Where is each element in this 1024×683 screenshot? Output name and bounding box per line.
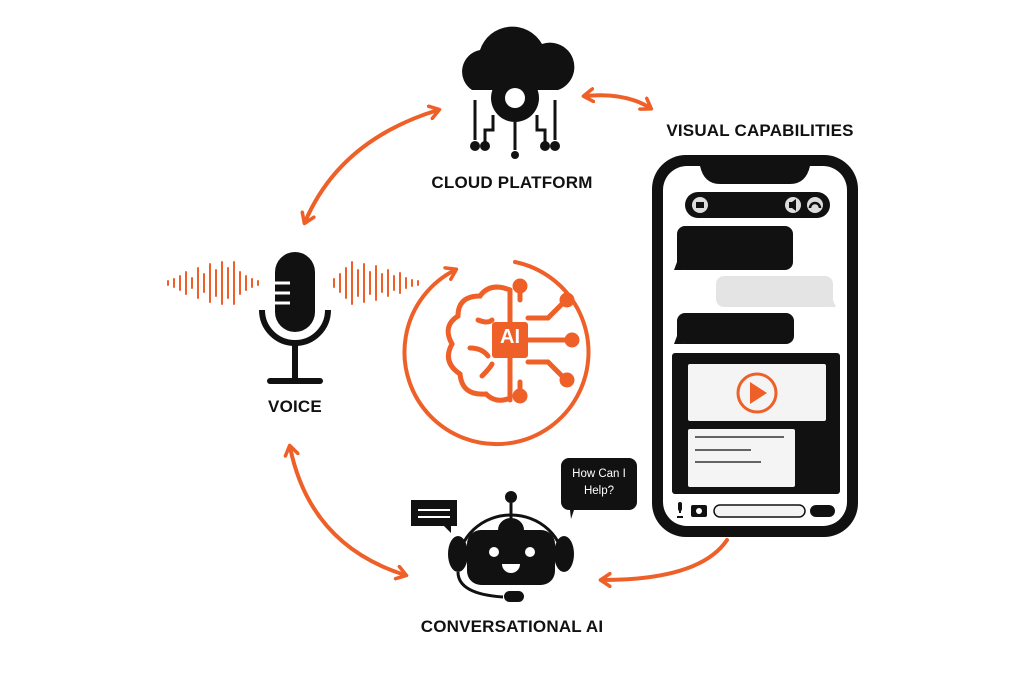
arrow-visual-conversational: [602, 538, 729, 580]
ai-badge-label: AI: [500, 326, 520, 348]
sound-wave-icon: [167, 261, 419, 305]
smartphone-icon: [652, 155, 858, 537]
cloud-gear-icon: [462, 26, 575, 159]
microphone-icon: [259, 252, 331, 384]
message-bubble: [677, 313, 794, 344]
ai-cycle-arc: [402, 260, 591, 447]
arrow-cloud-visual: [585, 95, 650, 108]
robot-icon: [411, 491, 574, 602]
speech-bubble: How Can I Help?: [561, 458, 637, 510]
play-icon: [736, 372, 778, 414]
arrow-cloud-voice: [305, 110, 438, 222]
message-bubble: [716, 276, 833, 307]
conversational-ai-label: CONVERSATIONAL AI: [420, 617, 604, 636]
speech-bubble-line2: Help?: [583, 485, 615, 497]
message-bubble: [677, 226, 793, 270]
ai-chip: [492, 322, 528, 358]
hang-up-icon: [807, 197, 823, 213]
text-card: [688, 429, 795, 487]
speech-bubble-line1: How Can I: [572, 468, 626, 480]
message-input[interactable]: [713, 504, 806, 518]
arrow-voice-conversational: [290, 447, 405, 575]
send-button[interactable]: [810, 505, 835, 517]
visual-capabilities-label: VISUAL CAPABILITIES: [666, 121, 854, 140]
voice-label: VOICE: [268, 397, 322, 416]
cloud-platform-label: CLOUD PLATFORM: [431, 173, 593, 192]
